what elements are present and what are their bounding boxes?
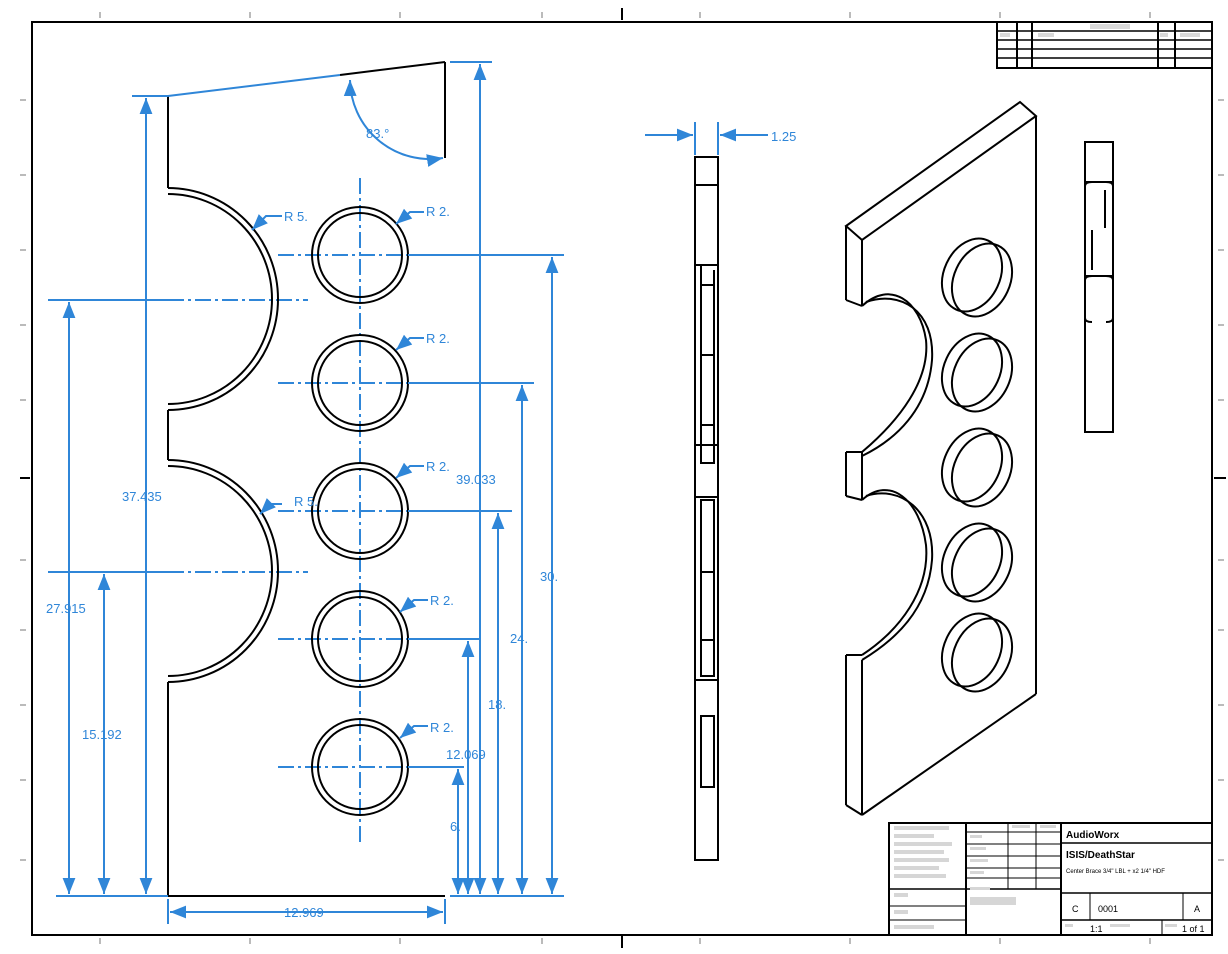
part-outline xyxy=(167,61,446,897)
radius-large-1: R 5. xyxy=(284,209,308,224)
radius-small-4: R 2. xyxy=(430,593,454,608)
hole-5-dimension: 6. xyxy=(450,819,461,834)
hole-4-dimension: 12.069 xyxy=(446,747,486,762)
angle-dimension: 83.° xyxy=(366,126,389,141)
isometric-view xyxy=(844,100,1038,816)
scale: 1:1 xyxy=(1090,924,1103,934)
company-name: AudioWorx xyxy=(1066,830,1120,841)
side-view xyxy=(694,156,719,861)
hole-2-dimension: 24. xyxy=(510,631,528,646)
title-block: AudioWorx ISIS/DeathStar Center Brace 3/… xyxy=(888,822,1213,936)
height-dimension-left: 37.435 xyxy=(122,489,162,504)
width-dimension: 12.969 xyxy=(284,905,324,920)
radius-small-2: R 2. xyxy=(426,331,450,346)
big-hole-upper-dimension: 27.915 xyxy=(46,601,86,616)
radius-small-5: R 2. xyxy=(430,720,454,735)
dimension-lines xyxy=(48,61,768,924)
radius-small-1: R 2. xyxy=(426,204,450,219)
front-view xyxy=(167,61,446,897)
revision: A xyxy=(1194,904,1200,914)
revision-table xyxy=(996,21,1213,69)
sheet-number: 1 of 1 xyxy=(1182,924,1205,934)
dimension-labels: 83.° 1.25 12.969 37.435 39.033 27.915 15… xyxy=(46,126,796,920)
thickness-dimension: 1.25 xyxy=(771,129,796,144)
sheet-border xyxy=(20,8,1226,948)
sheet-size: C xyxy=(1072,904,1079,914)
hole-1-dimension: 30. xyxy=(540,569,558,584)
drawing-number: 0001 xyxy=(1098,904,1118,914)
project-name: ISIS/DeathStar xyxy=(1066,850,1135,861)
end-view xyxy=(1084,141,1114,433)
radius-small-3: R 2. xyxy=(426,459,450,474)
height-dimension-right: 39.033 xyxy=(456,472,496,487)
hole-3-dimension: 18. xyxy=(488,697,506,712)
big-hole-lower-dimension: 15.192 xyxy=(82,727,122,742)
drawing-description: Center Brace 3/4" LBL + x2 1/4" HDF xyxy=(1066,869,1165,875)
radius-large-2: R 5. xyxy=(294,494,318,509)
